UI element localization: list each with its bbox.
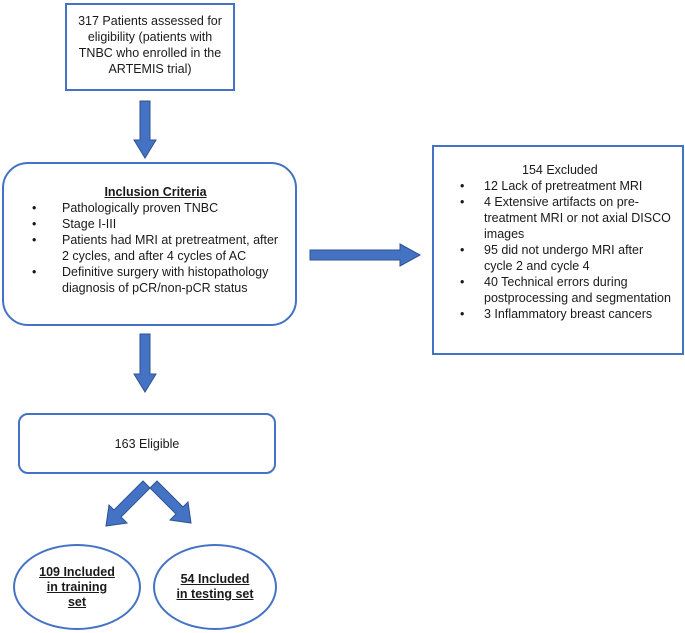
testing-set-text: 54 Included in testing set: [176, 572, 254, 601]
eligible-box: 163 Eligible: [18, 413, 276, 474]
arrow-down-to-eligible: [133, 333, 157, 393]
inclusion-item: Stage I-III: [32, 216, 279, 232]
excluded-item: 3 Inflammatory breast cancers: [460, 306, 672, 322]
inclusion-criteria-title: Inclusion Criteria: [104, 185, 207, 199]
arrow-right-to-excluded: [309, 243, 422, 267]
arrow-down-to-inclusion: [133, 100, 157, 159]
inclusion-criteria-box: Inclusion Criteria Pathologically proven…: [2, 162, 297, 326]
excluded-title: 154 Excluded: [522, 163, 598, 177]
testing-set-ellipse: 54 Included in testing set: [153, 544, 277, 630]
excluded-list: 12 Lack of pretreatment MRI 4 Extensive …: [460, 178, 672, 322]
eligibility-box: 317 Patients assessed for eligibility (p…: [65, 3, 235, 91]
training-set-text: 109 Included in training set: [39, 564, 115, 609]
excluded-box: 154 Excluded 12 Lack of pretreatment MRI…: [432, 145, 684, 355]
eligibility-text: 317 Patients assessed for eligibility (p…: [78, 14, 222, 76]
inclusion-item: Patients had MRI at pretreatment, after …: [32, 232, 279, 264]
excluded-item: 12 Lack of pretreatment MRI: [460, 178, 672, 194]
inclusion-item: Pathologically proven TNBC: [32, 200, 279, 216]
excluded-item: 4 Extensive artifacts on pre-treatment M…: [460, 194, 672, 242]
arrow-split-left: [105, 480, 151, 527]
arrow-split-right: [149, 480, 192, 524]
inclusion-item: Definitive surgery with histopathology d…: [32, 264, 279, 296]
excluded-item: 95 did not undergo MRI after cycle 2 and…: [460, 242, 672, 274]
training-set-ellipse: 109 Included in training set: [13, 544, 141, 630]
inclusion-criteria-list: Pathologically proven TNBC Stage I-III P…: [32, 200, 279, 296]
excluded-item: 40 Technical errors during postprocessin…: [460, 274, 672, 306]
eligible-text: 163 Eligible: [114, 436, 180, 451]
